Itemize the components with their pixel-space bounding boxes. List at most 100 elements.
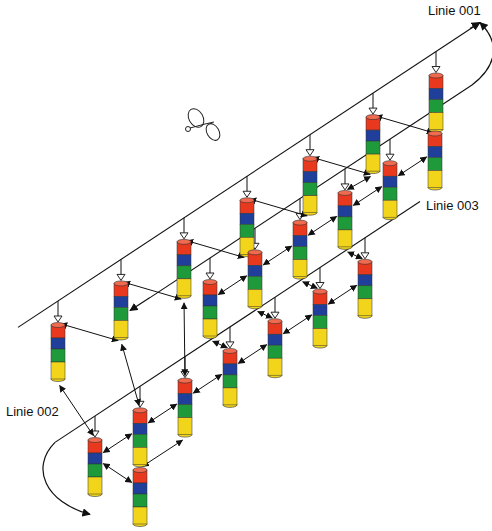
hanger-triangle xyxy=(206,273,214,279)
hanger-triangle xyxy=(136,401,144,407)
tower-segment xyxy=(303,196,317,213)
tower-segment xyxy=(429,100,443,113)
tower-segment xyxy=(303,172,317,183)
link-arrow xyxy=(218,276,246,295)
tower-segment xyxy=(366,141,380,154)
hanger-triangle xyxy=(180,233,188,239)
hanger-triangle xyxy=(361,253,369,259)
link-arrow xyxy=(213,341,228,347)
tower-segment xyxy=(248,265,262,276)
hanger-line xyxy=(300,199,301,214)
link-arrow xyxy=(348,252,363,258)
tower-cap xyxy=(429,73,443,78)
signal-tower xyxy=(51,323,65,382)
link-arrow xyxy=(122,344,139,405)
link-arrow xyxy=(60,385,94,435)
link-arrow xyxy=(328,285,356,304)
link-arrow xyxy=(250,199,307,216)
signal-tower xyxy=(338,190,352,249)
rail-line xyxy=(55,202,420,443)
tower-cap xyxy=(428,131,442,136)
signal-tower xyxy=(248,250,262,309)
tower-segment xyxy=(223,364,237,375)
tower-cap xyxy=(358,259,372,264)
tower-segment xyxy=(114,307,128,320)
tower-segment xyxy=(268,345,282,358)
tower-segment xyxy=(51,362,65,379)
signal-towers xyxy=(51,73,443,526)
link-arrow xyxy=(103,464,131,483)
link-arrow xyxy=(313,158,370,175)
link-arrow xyxy=(353,187,381,206)
hanger-line xyxy=(275,297,276,312)
tower-segment xyxy=(88,453,102,464)
tower-segment xyxy=(383,176,397,187)
link-arrow xyxy=(308,216,336,235)
link-arrow xyxy=(258,312,273,318)
signal-tower xyxy=(366,115,380,174)
tower-segment xyxy=(293,236,307,247)
tower-cap xyxy=(338,190,352,195)
tower-segment xyxy=(248,276,262,289)
tower-segment xyxy=(313,305,327,316)
signal-tower xyxy=(223,348,237,407)
tower-segment xyxy=(51,338,65,349)
tower-segment xyxy=(203,319,217,336)
tower-segment xyxy=(338,217,352,230)
tower-segment xyxy=(203,306,217,319)
link-arrow xyxy=(263,246,291,265)
link-arrow xyxy=(283,315,311,334)
tower-segment xyxy=(223,375,237,388)
link-arrow xyxy=(148,404,176,423)
tower-segment xyxy=(178,405,192,418)
hanger-triangle xyxy=(306,150,314,156)
link-arrow xyxy=(348,177,371,190)
tower-segment xyxy=(177,279,191,296)
tower-segment xyxy=(366,154,380,171)
tower-cap xyxy=(114,281,128,286)
tower-cap xyxy=(178,378,192,383)
tower-cap xyxy=(240,198,254,203)
tower-segment xyxy=(293,247,307,260)
tower-cap xyxy=(248,250,262,255)
link-arrow xyxy=(124,282,181,299)
tower-segment xyxy=(133,494,147,507)
hanger-line xyxy=(58,301,59,316)
hanger-line xyxy=(230,327,231,342)
tower-segment xyxy=(88,464,102,477)
signal-tower xyxy=(88,438,102,497)
rail-line xyxy=(150,85,472,298)
tower-segment xyxy=(133,483,147,494)
tower-cap xyxy=(133,468,147,473)
tower-segment xyxy=(383,187,397,200)
hanger-line xyxy=(365,238,366,253)
tower-cap xyxy=(293,220,307,225)
tower-cap xyxy=(366,115,380,120)
tower-segment xyxy=(303,183,317,196)
line-label: Linie 003 xyxy=(424,198,481,214)
signal-tower xyxy=(429,73,443,132)
signal-tower xyxy=(178,378,192,437)
signal-tower xyxy=(303,156,317,215)
link-arrow xyxy=(184,303,186,376)
signal-tower xyxy=(177,239,191,298)
tower-cap xyxy=(133,408,147,413)
hanger-triangle xyxy=(432,67,440,73)
link-arrow xyxy=(187,241,244,258)
hanger-triangle xyxy=(226,342,234,348)
tower-segment xyxy=(177,255,191,266)
tower-segment xyxy=(133,507,147,524)
hanger-line xyxy=(320,268,321,283)
link-arrow xyxy=(398,157,426,176)
hanger-line xyxy=(140,386,141,401)
bicycle-icon xyxy=(185,106,223,143)
signal-tower xyxy=(313,289,327,348)
signal-tower xyxy=(114,281,128,340)
signal-tower xyxy=(268,319,282,378)
tower-cap xyxy=(177,239,191,244)
tower-segment xyxy=(268,358,282,375)
tower-cap xyxy=(313,289,327,294)
link-arrow xyxy=(143,440,183,466)
tower-cap xyxy=(268,319,282,324)
